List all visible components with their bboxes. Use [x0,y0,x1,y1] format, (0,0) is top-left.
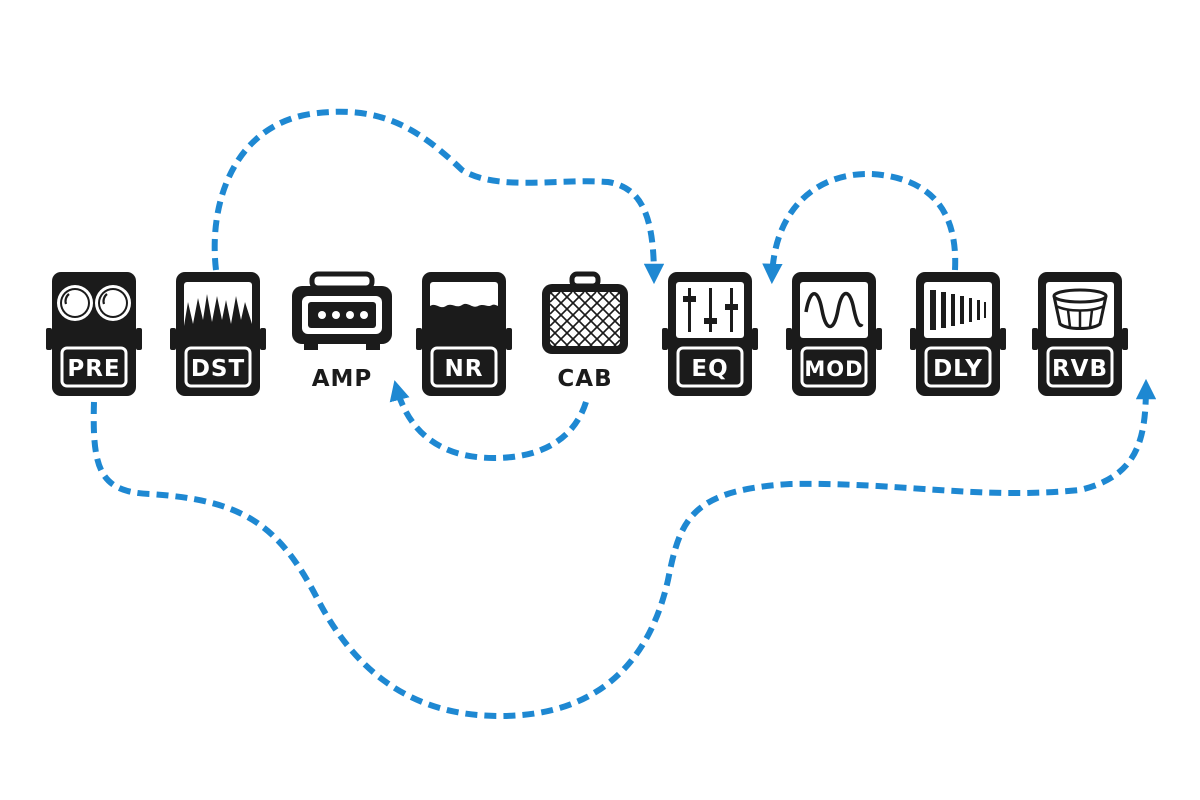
amp-head-icon [292,271,392,350]
pedal-label: PRE [67,356,120,382]
pedal-eq[interactable]: EQ [662,272,758,396]
route-pre-to-rvb [90,378,1157,720]
module-label: CAB [557,366,612,392]
pedal-label: EQ [691,356,728,382]
noise-reduction-wave-icon [430,282,498,338]
route-dly-to-mod [762,170,959,285]
pedal-label: RVB [1052,356,1108,382]
module-label: AMP [312,366,373,392]
route-dst-to-eq [211,108,665,285]
reverb-drum-icon [1046,282,1114,338]
module-cab[interactable]: CAB [542,271,628,392]
pedal-pre[interactable]: PRE [46,272,142,396]
pedal-rvb[interactable]: RVB [1032,272,1128,396]
distortion-wave-icon [184,282,252,338]
route-cab-to-amp [389,380,589,462]
pedal-label: NR [445,356,484,382]
pedal-label: DLY [933,356,983,382]
pedal-label: DST [191,356,245,382]
module-amp[interactable]: AMP [292,271,392,392]
pedal-dly[interactable]: DLY [910,272,1006,396]
speaker-cabinet-icon [542,271,628,354]
pedal-dst[interactable]: DST [170,272,266,396]
pedal-nr[interactable]: NR [416,272,512,396]
eq-sliders-icon [676,282,744,338]
twin-knobs-icon [57,285,131,321]
pedal-label: MOD [804,357,863,381]
delay-repeats-icon [924,282,992,338]
signal-routes [90,108,1157,720]
sine-wave-icon [800,282,868,338]
pedal-mod[interactable]: MOD [786,272,882,396]
